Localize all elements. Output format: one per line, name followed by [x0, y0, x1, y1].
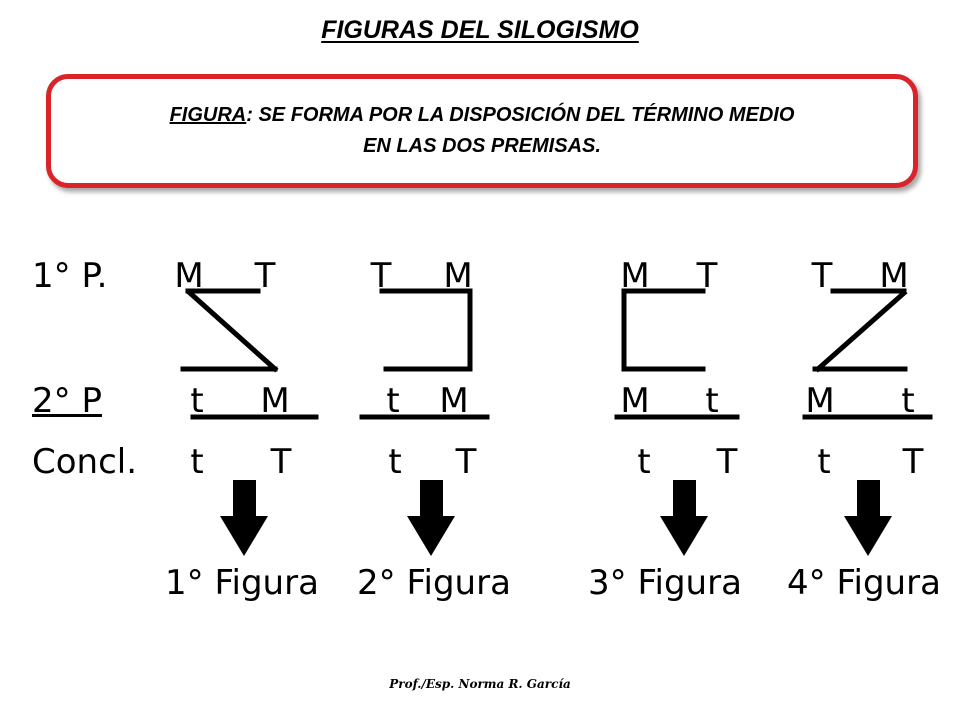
definition-line2: EN LAS DOS PREMISAS.: [363, 135, 601, 157]
figure-3-label: 3° Figura: [588, 563, 742, 603]
row-label-premise2-text: 2° P: [32, 381, 102, 421]
fig2-p2-term-b: M: [439, 381, 469, 421]
fig3-p1-term-b: T: [696, 256, 718, 296]
fig4-concl-term-b: T: [902, 442, 924, 482]
fig1-p2-term-b: M: [260, 381, 290, 421]
down-arrow-icon: [660, 480, 708, 556]
row-label-premise2: 2° P: [32, 381, 102, 421]
down-arrow-icon: [407, 480, 455, 556]
page-title: FIGURAS DEL SILOGISMO: [321, 16, 639, 44]
footer-credit: Prof./Esp. Norma R. García: [389, 677, 571, 691]
down-arrow-icon: [220, 480, 268, 556]
fig4-p1-term-a: T: [811, 256, 833, 296]
fig4-concl-term-a: t: [817, 442, 831, 482]
row-label-premise1: 1° P.: [32, 256, 108, 296]
definition-term: FIGURA: [169, 104, 247, 126]
fig3-p2-term-b: t: [705, 381, 719, 421]
fig3-p2-term-a: M: [620, 381, 650, 421]
fig3-concl-term-b: T: [716, 442, 738, 482]
fig4-p2-term-a: M: [805, 381, 835, 421]
fig4-p2-term-b: t: [901, 381, 915, 421]
fig1-connector-diagonal: [186, 289, 279, 373]
fig2-p2-term-a: t: [386, 381, 400, 421]
fig1-p2-term-a: t: [190, 381, 204, 421]
definition-text: FIGURA: SE FORMA POR LA DISPOSICIÓN DEL …: [51, 100, 913, 162]
fig3-concl-term-a: t: [637, 442, 651, 482]
fig2-p1-term-a: T: [370, 256, 392, 296]
definition-line1: : SE FORMA POR LA DISPOSICIÓN DEL TÉRMIN…: [246, 104, 795, 126]
row-label-conclusion: Concl.: [32, 442, 138, 482]
definition-box: FIGURA: SE FORMA POR LA DISPOSICIÓN DEL …: [46, 74, 918, 188]
fig1-concl-term-b: T: [270, 442, 292, 482]
fig1-concl-term-a: t: [190, 442, 204, 482]
down-arrow-icon: [844, 480, 892, 556]
fig2-concl-term-b: T: [455, 442, 477, 482]
figure-1-label: 1° Figura: [165, 563, 319, 603]
figure-4-label: 4° Figura: [787, 563, 941, 603]
fig1-p1-term-b: T: [254, 256, 276, 296]
figure-2-label: 2° Figura: [357, 563, 511, 603]
fig2-concl-term-a: t: [388, 442, 402, 482]
fig4-connector-diagonal: [814, 289, 908, 373]
